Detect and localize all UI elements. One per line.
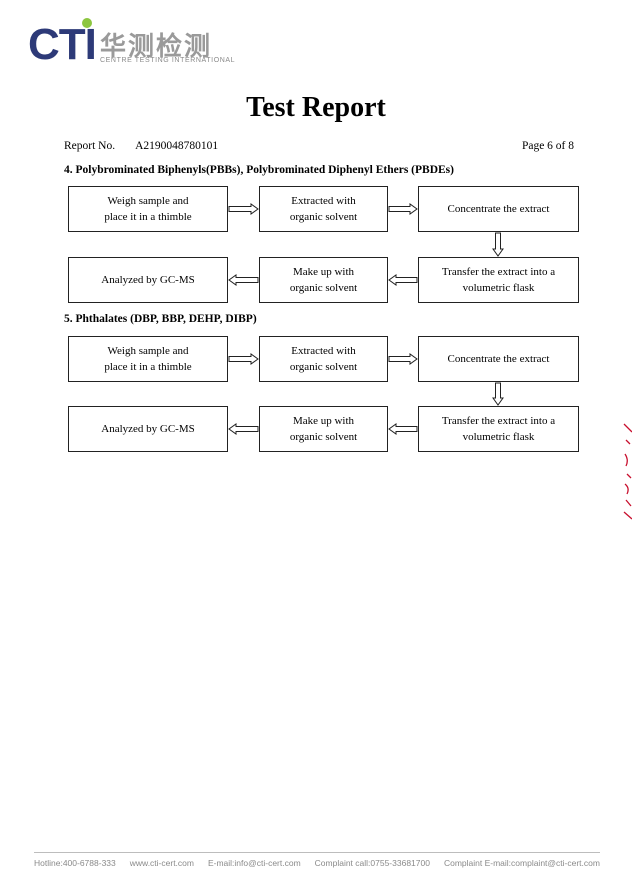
arrow-down-icon [492, 382, 504, 406]
flow-step-concentrate: Concentrate the extract [418, 186, 579, 232]
arrow-right-icon [388, 203, 418, 215]
footer-hotline: Hotline:400-6788-333 [34, 858, 116, 868]
logo-dot-icon [82, 18, 92, 28]
report-number: Report No. A2190048780101 [64, 140, 218, 152]
report-number-value: A2190048780101 [135, 140, 219, 152]
step-text-line1: Analyzed by GC-MS [101, 274, 195, 286]
step-text-line1: Weigh sample and [107, 195, 189, 207]
logo-tagline: CENTRE TESTING INTERNATIONAL [100, 57, 236, 64]
step-text-line2: volumetric flask [462, 282, 535, 294]
logo-chinese-name: 华测检测 [100, 32, 213, 62]
step-text-line2: place it in a thimble [104, 361, 192, 373]
page-title: Test Report [246, 92, 386, 123]
step-text-line2: organic solvent [289, 211, 358, 223]
flow-step-extract: Extracted with organic solvent [259, 336, 388, 382]
footer-email[interactable]: E-mail:info@cti-cert.com [207, 858, 301, 868]
footer-complaint-email[interactable]: Complaint E-mail:complaint@cti-cert.com [443, 858, 600, 868]
flow-step-make-up: Make up with organic solvent [259, 257, 388, 303]
flow-step-analyze: Analyzed by GC-MS [68, 257, 228, 303]
arrow-down-icon [492, 232, 504, 257]
step-text-line2: place it in a thimble [104, 211, 192, 223]
step-text-line1: Analyzed by GC-MS [101, 423, 195, 435]
step-text-line1: Make up with [292, 415, 355, 427]
footer-divider [34, 852, 600, 853]
step-text-line2: organic solvent [289, 361, 358, 373]
company-logo: CTI 华测检测 CENTRE TESTING INTERNATIONAL [28, 18, 238, 70]
logo-wordmark: CTI [28, 20, 97, 69]
report-number-label: Report No. [64, 140, 116, 152]
arrow-left-icon [228, 274, 259, 286]
step-text-line1: Concentrate the extract [447, 203, 550, 215]
arrow-right-icon [228, 353, 259, 365]
flow-step-weigh-sample: Weigh sample and place it in a thimble [68, 336, 228, 382]
footer-website[interactable]: www.cti-cert.com [129, 858, 194, 868]
step-text-line1: Extracted with [291, 195, 356, 207]
step-text-line1: Transfer the extract into a [441, 266, 556, 278]
seal-stamp-icon [623, 423, 632, 520]
arrow-left-icon [228, 423, 259, 435]
footer-complaint-call: Complaint call:0755-33681700 [314, 858, 430, 868]
step-text-line2: organic solvent [289, 282, 358, 294]
flow-step-weigh-sample: Weigh sample and place it in a thimble [68, 186, 228, 232]
arrow-left-icon [388, 274, 418, 286]
flow-step-transfer: Transfer the extract into a volumetric fl… [418, 406, 579, 452]
step-text-line2: volumetric flask [462, 431, 535, 443]
step-text-line1: Extracted with [291, 345, 356, 357]
flow-step-analyze: Analyzed by GC-MS [68, 406, 228, 452]
arrow-left-icon [388, 423, 418, 435]
arrow-right-icon [388, 353, 418, 365]
step-text-line1: Concentrate the extract [447, 353, 550, 365]
step-text-line1: Weigh sample and [107, 345, 189, 357]
flow-step-transfer: Transfer the extract into a volumetric fl… [418, 257, 579, 303]
arrow-right-icon [228, 203, 259, 215]
step-text-line2: organic solvent [289, 431, 358, 443]
step-text-line1: Transfer the extract into a [441, 415, 556, 427]
page-number: Page 6 of 8 [521, 140, 574, 152]
step-text-line1: Make up with [292, 266, 355, 278]
flow-step-extract: Extracted with organic solvent [259, 186, 388, 232]
flow-step-make-up: Make up with organic solvent [259, 406, 388, 452]
footer: Hotline:400-6788-333 www.cti-cert.com E-… [34, 858, 600, 868]
flow-step-concentrate: Concentrate the extract [418, 336, 579, 382]
section-heading-pbb-pbde: 4. Polybrominated Biphenyls(PBBs), Polyb… [64, 164, 454, 176]
section-heading-phthalates: 5. Phthalates (DBP, BBP, DEHP, DIBP) [64, 313, 257, 325]
